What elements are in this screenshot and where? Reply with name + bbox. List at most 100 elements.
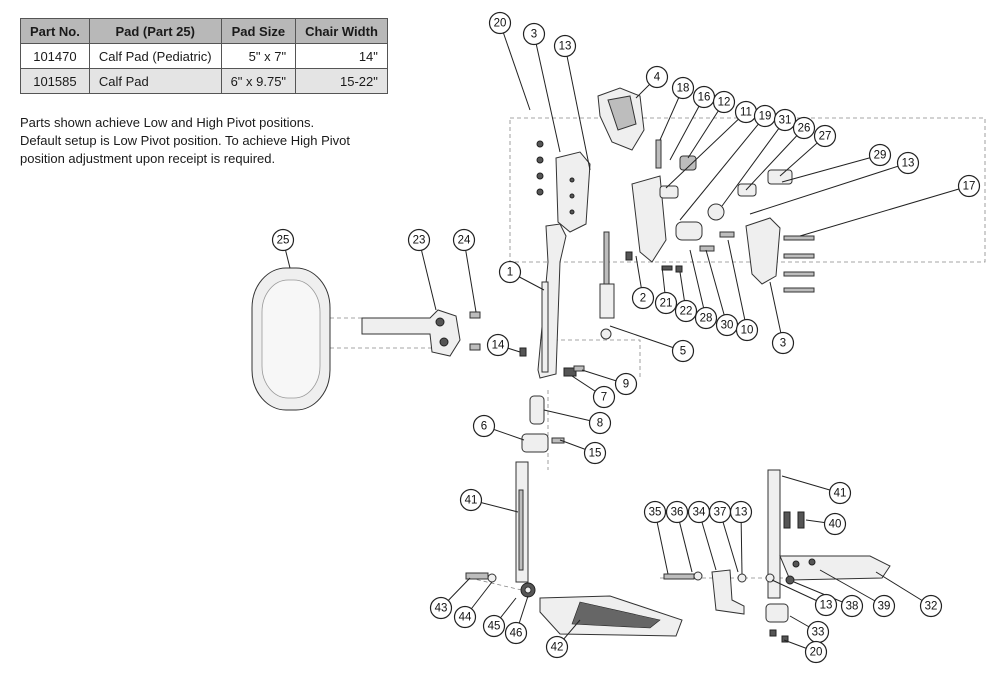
leader-line xyxy=(749,162,909,215)
header-pad: Pad (Part 25) xyxy=(88,18,222,44)
callout-circle xyxy=(957,174,981,198)
callout-circle xyxy=(735,318,759,342)
callout-number: 5 xyxy=(680,346,686,358)
callout-13: 13 xyxy=(814,593,838,617)
callout-circle xyxy=(498,260,522,284)
callout-37: 37 xyxy=(708,500,732,524)
table-cell: 15-22" xyxy=(295,68,388,94)
callout-25: 25 xyxy=(271,228,295,252)
hinge-assembly xyxy=(536,87,815,293)
callout-42: 42 xyxy=(545,635,569,659)
callout-number: 25 xyxy=(277,235,290,247)
callout-24: 24 xyxy=(452,228,476,252)
callout-33: 33 xyxy=(806,620,830,644)
callout-number: 42 xyxy=(551,642,564,654)
callout-circle xyxy=(453,605,477,629)
lower-tube-left xyxy=(515,461,529,583)
callout-circle xyxy=(482,614,506,638)
callout-number: 2 xyxy=(640,293,646,305)
callout-20: 20 xyxy=(804,640,828,664)
leader-line xyxy=(665,111,747,189)
callout-number: 40 xyxy=(829,519,842,531)
callout-number: 31 xyxy=(779,115,792,127)
callout-number: 4 xyxy=(654,72,661,84)
callout-number: 9 xyxy=(623,379,629,391)
note-line: Default setup is Low Pivot position. To … xyxy=(20,133,350,148)
callout-19: 19 xyxy=(753,104,777,128)
callout-number: 18 xyxy=(677,83,690,95)
callout-number: 7 xyxy=(601,392,607,404)
leader-line xyxy=(799,185,970,237)
leader-line xyxy=(721,119,786,207)
sleeve-and-collar xyxy=(521,395,565,453)
callout-41: 41 xyxy=(828,481,852,505)
callout-3: 3 xyxy=(522,22,546,46)
callout-9: 9 xyxy=(614,372,638,396)
callout-number: 20 xyxy=(494,18,507,30)
leader-line xyxy=(819,569,885,607)
callout-number: 13 xyxy=(820,600,833,612)
callout-circle xyxy=(592,385,616,409)
leader-line xyxy=(669,96,705,161)
note-line: Parts shown achieve Low and High Pivot p… xyxy=(20,115,315,130)
clamp-assembly xyxy=(599,231,615,340)
callout-circle xyxy=(631,286,655,310)
callout-number: 16 xyxy=(698,92,711,104)
callout-circle xyxy=(868,143,892,167)
callout-18: 18 xyxy=(671,76,695,100)
callout-20: 20 xyxy=(488,11,512,35)
callout-30: 30 xyxy=(715,313,739,337)
leader-lines xyxy=(282,22,970,653)
callout-circle xyxy=(472,414,496,438)
leader-line xyxy=(564,45,591,171)
callout-number: 32 xyxy=(925,601,938,613)
callout-circle xyxy=(407,228,431,252)
callout-number: 13 xyxy=(735,507,748,519)
calf-pad xyxy=(251,267,331,411)
callout-43: 43 xyxy=(429,596,453,620)
callout-circle xyxy=(671,339,695,363)
callout-number: 24 xyxy=(458,235,471,247)
callout-circle xyxy=(504,621,528,645)
table-cell: 5" x 7" xyxy=(220,43,297,69)
callout-23: 23 xyxy=(407,228,431,252)
table-cell: 101585 xyxy=(20,68,90,94)
callout-circle xyxy=(729,500,753,524)
callout-13: 13 xyxy=(896,151,920,175)
callout-35: 35 xyxy=(643,500,667,524)
note-line: position adjustment upon receipt is requ… xyxy=(20,151,276,166)
callout-7: 7 xyxy=(592,385,616,409)
hanger-tube xyxy=(537,223,567,379)
callout-number: 12 xyxy=(718,97,731,109)
callout-circle xyxy=(271,228,295,252)
callout-11: 11 xyxy=(734,100,758,124)
table-cell: Calf Pad xyxy=(88,68,222,94)
lower-tube-right xyxy=(767,469,891,599)
table-cell: 14" xyxy=(295,43,388,69)
callout-circle xyxy=(452,228,476,252)
callout-number: 28 xyxy=(700,313,713,325)
callout-circle xyxy=(486,333,510,357)
callout-number: 3 xyxy=(780,338,786,350)
callout-28: 28 xyxy=(694,306,718,330)
callout-number: 1 xyxy=(507,267,513,279)
callout-41: 41 xyxy=(459,488,483,512)
callout-15: 15 xyxy=(583,441,607,465)
callout-45: 45 xyxy=(482,614,506,638)
callout-circle xyxy=(814,593,838,617)
callout-number: 10 xyxy=(741,325,754,337)
callout-number: 39 xyxy=(878,601,891,613)
callout-circle xyxy=(643,500,667,524)
callout-3: 3 xyxy=(771,331,795,355)
callout-12: 12 xyxy=(712,90,736,114)
callout-number: 21 xyxy=(660,298,673,310)
callout-circle xyxy=(553,34,577,58)
callout-circle xyxy=(896,151,920,175)
leader-line xyxy=(533,33,561,153)
callout-36: 36 xyxy=(665,500,689,524)
callout-number: 34 xyxy=(693,507,706,519)
callout-circle xyxy=(654,291,678,315)
pad-bracket xyxy=(361,309,481,357)
